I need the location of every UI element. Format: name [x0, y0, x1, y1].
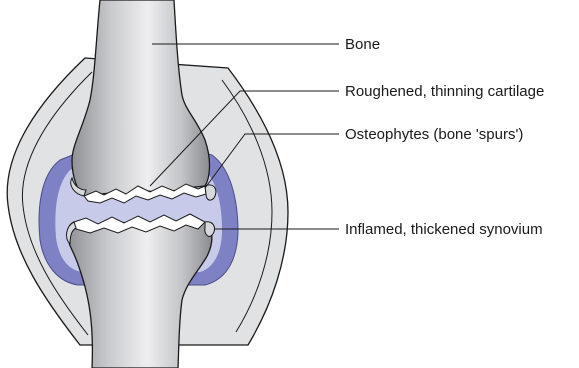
osteophyte-upper	[205, 185, 216, 200]
label-cartilage: Roughened, thinning cartilage	[345, 83, 544, 100]
label-synovium: Inflamed, thickened synovium	[345, 221, 543, 238]
osteophyte-lower	[205, 222, 215, 237]
label-osteophytes: Osteophytes (bone 'spurs')	[345, 126, 523, 143]
label-bone: Bone	[345, 36, 380, 53]
